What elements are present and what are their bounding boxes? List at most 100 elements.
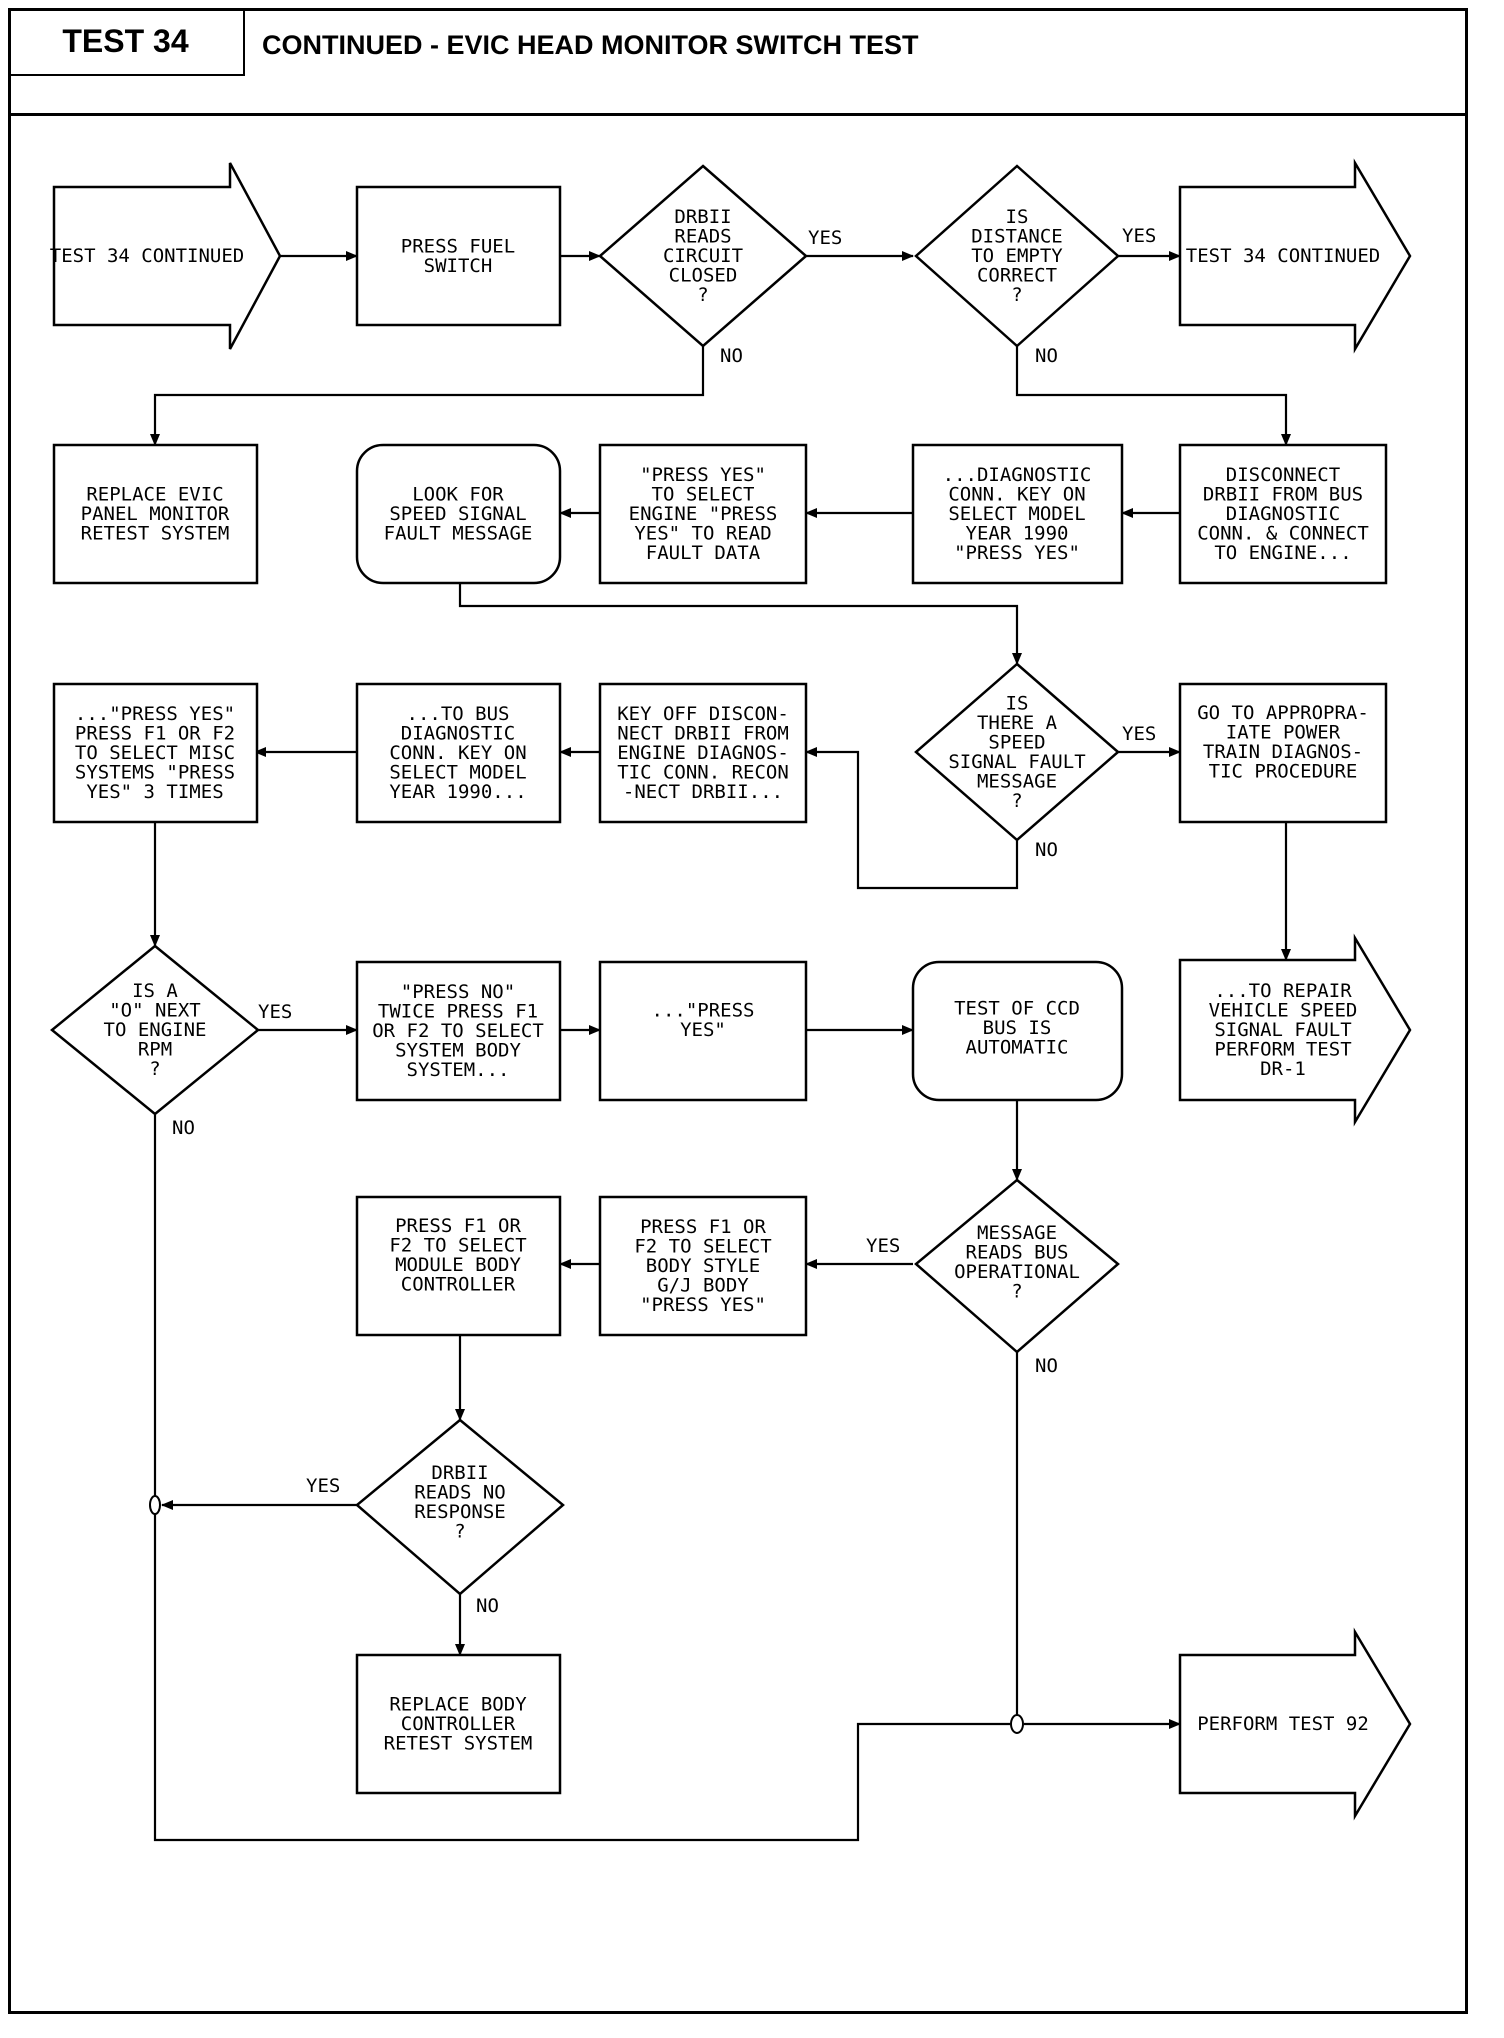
terminal-test34-out: TEST 34 CONTINUED — [1178, 158, 1412, 354]
node-label-line: ? — [697, 284, 708, 306]
node-label-line: AUTOMATIC — [966, 1037, 1069, 1059]
node-label-line: ..."PRESS — [652, 999, 755, 1021]
page-frame — [8, 8, 1468, 2014]
node-label-line: TRAIN DIAGNOS- — [1203, 741, 1363, 763]
node-label-line: PANEL MONITOR — [81, 503, 230, 525]
node-label-line: CONTROLLER — [401, 1713, 516, 1735]
node-label-line: PRESS F1 OR — [640, 1216, 766, 1238]
node-label-line: SYSTEM BODY — [395, 1040, 521, 1062]
node-label-line: YES" TO READ — [634, 523, 771, 545]
node-label-line: ? — [1011, 790, 1022, 812]
node-label-line: DISCONNECT — [1226, 464, 1340, 486]
node-label-line: PERFORM TEST — [1214, 1039, 1351, 1061]
node-label-line: SELECT MODEL — [389, 762, 526, 784]
node-label-line: -NECT DRBII... — [623, 781, 783, 803]
node-label-line: PERFORM TEST 92 — [1197, 1713, 1369, 1735]
node-label-line: ? — [454, 1520, 465, 1542]
node-label-line: CORRECT — [977, 265, 1057, 287]
header-divider — [8, 113, 1468, 116]
node-label-line: SIGNAL FAULT — [948, 751, 1085, 773]
node-label-line: ? — [1011, 284, 1022, 306]
node-label-line: F2 TO SELECT — [389, 1234, 526, 1256]
node-label-line: ...TO REPAIR — [1214, 980, 1352, 1002]
node-label-line: TO EMPTY — [971, 245, 1063, 267]
node-label-line: ...TO BUS — [407, 703, 510, 725]
label-no-drbii-resp: NO — [476, 1595, 499, 1617]
label-no-speed: NO — [1035, 839, 1058, 861]
node-label-line: TIC PROCEDURE — [1209, 760, 1358, 782]
node-label-line: ? — [1011, 1280, 1022, 1302]
node-label-line: DRBII — [674, 206, 731, 228]
node-label-line: G/J BODY — [657, 1275, 749, 1297]
junction-left — [149, 1495, 161, 1515]
node-label-line: ? — [149, 1058, 160, 1080]
node-label-line: TO ENGINE... — [1214, 542, 1351, 564]
node-label-line: REPLACE BODY — [389, 1694, 527, 1716]
node-label-line: READS NO — [414, 1481, 506, 1503]
node-label-line: DRBII FROM BUS — [1203, 484, 1363, 506]
node-label-line: CONN. KEY ON — [389, 742, 526, 764]
label-yes-drbii-resp: YES — [306, 1475, 340, 1497]
node-label-line: MODULE BODY — [395, 1254, 521, 1276]
node-label-line: YES" — [680, 1019, 726, 1041]
label-no-distance: NO — [1035, 345, 1058, 367]
node-label-line: NECT DRBII FROM — [617, 723, 789, 745]
node-label-line: PRESS F1 OR — [395, 1215, 521, 1237]
node-label-line: YEAR 1990... — [389, 781, 526, 803]
node-label-line: SELECT MODEL — [948, 503, 1085, 525]
node-label-line: BUS IS — [983, 1017, 1052, 1039]
node-label-line: READS — [674, 226, 731, 248]
node-label-line: SYSTEMS "PRESS — [75, 762, 235, 784]
node-label-line: RPM — [138, 1039, 172, 1061]
edge-drbii-no — [150, 340, 705, 446]
node-label-line: TO ENGINE — [104, 1019, 207, 1041]
node-label-line: RETEST SYSTEM — [81, 523, 230, 545]
node-label-line: SPEED SIGNAL — [389, 503, 526, 525]
label-yes-is-o: YES — [258, 1001, 292, 1023]
node-label-line: GO TO APPROPRA- — [1197, 702, 1369, 724]
node-label-line: TEST 34 CONTINUED — [1186, 245, 1380, 267]
node-label-line: TEST OF CCD — [954, 998, 1080, 1020]
node-label-line: VEHICLE SPEED — [1209, 1000, 1358, 1022]
node-label-line: TWICE PRESS F1 — [378, 1001, 538, 1023]
label-yes-msg: YES — [866, 1235, 900, 1257]
node-label-line: IS — [1006, 692, 1029, 714]
node-label-line: TO SELECT MISC — [75, 742, 235, 764]
node-label-line: DR-1 — [1260, 1058, 1306, 1080]
edge-labels: YES YES NO NO YES NO YES NO YES NO YES N… — [172, 225, 1156, 1617]
node-label-line: RESPONSE — [414, 1501, 506, 1523]
node-label-line: SPEED — [988, 731, 1045, 753]
node-label-line: "O" NEXT — [109, 1000, 201, 1022]
node-label-line: FAULT DATA — [646, 542, 761, 564]
node-label-line: YES" 3 TIMES — [86, 781, 223, 803]
label-no-is-o: NO — [172, 1117, 195, 1139]
edge-distance-no — [1015, 340, 1291, 446]
node-label-line: "PRESS YES" — [954, 542, 1080, 564]
node-label-line: TO SELECT — [652, 484, 755, 506]
edge-left-trunk — [153, 1115, 1010, 1842]
node-label-line: IS — [1006, 206, 1029, 228]
junction-right — [1010, 1714, 1024, 1734]
node-label-line: CLOSED — [669, 265, 738, 287]
node-label-line: OPERATIONAL — [954, 1261, 1080, 1283]
label-yes-distance: YES — [1122, 225, 1156, 247]
label-no-msg: NO — [1035, 1355, 1058, 1377]
node-label-line: MESSAGE — [977, 1222, 1057, 1244]
edge-look-to-speed — [458, 584, 1022, 665]
node-label-line: YEAR 1990 — [966, 523, 1069, 545]
node-label-line: REPLACE EVIC — [86, 484, 223, 506]
node-label-line: CIRCUIT — [663, 245, 743, 267]
node-label-line: SIGNAL FAULT — [1214, 1019, 1351, 1041]
